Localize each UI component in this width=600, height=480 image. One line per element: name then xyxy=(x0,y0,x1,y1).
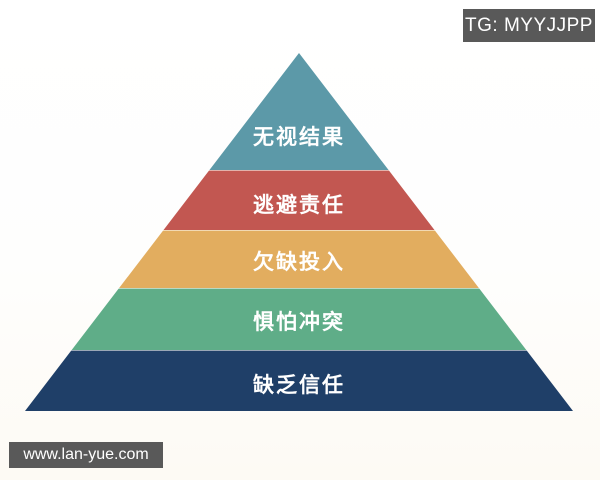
pyramid-level-3-label: 欠缺投入 xyxy=(253,251,345,274)
pyramid-level-4-label: 惧怕冲突 xyxy=(253,311,345,334)
pyramid-level-4: 惧怕冲突 xyxy=(25,288,573,350)
pyramid-level-1-label: 无视结果 xyxy=(253,126,345,149)
pyramid-diagram: 无视结果 逃避责任 欠缺投入 惧怕冲突 缺乏信任 xyxy=(25,53,573,411)
telegram-watermark-text: TG: MYYJJPP xyxy=(465,14,593,36)
pyramid-level-5-label: 缺乏信任 xyxy=(253,373,345,397)
telegram-watermark-badge: TG: MYYJJPP xyxy=(463,9,595,42)
pyramid-level-5: 缺乏信任 xyxy=(25,350,573,411)
pyramid-level-1: 无视结果 xyxy=(25,53,573,170)
website-watermark-text: www.lan-yue.com xyxy=(23,446,149,463)
pyramid-level-2-label: 逃避责任 xyxy=(253,194,345,217)
website-watermark-badge: www.lan-yue.com xyxy=(9,442,163,468)
pyramid-level-2: 逃避责任 xyxy=(25,170,573,230)
pyramid-level-3: 欠缺投入 xyxy=(25,230,573,288)
